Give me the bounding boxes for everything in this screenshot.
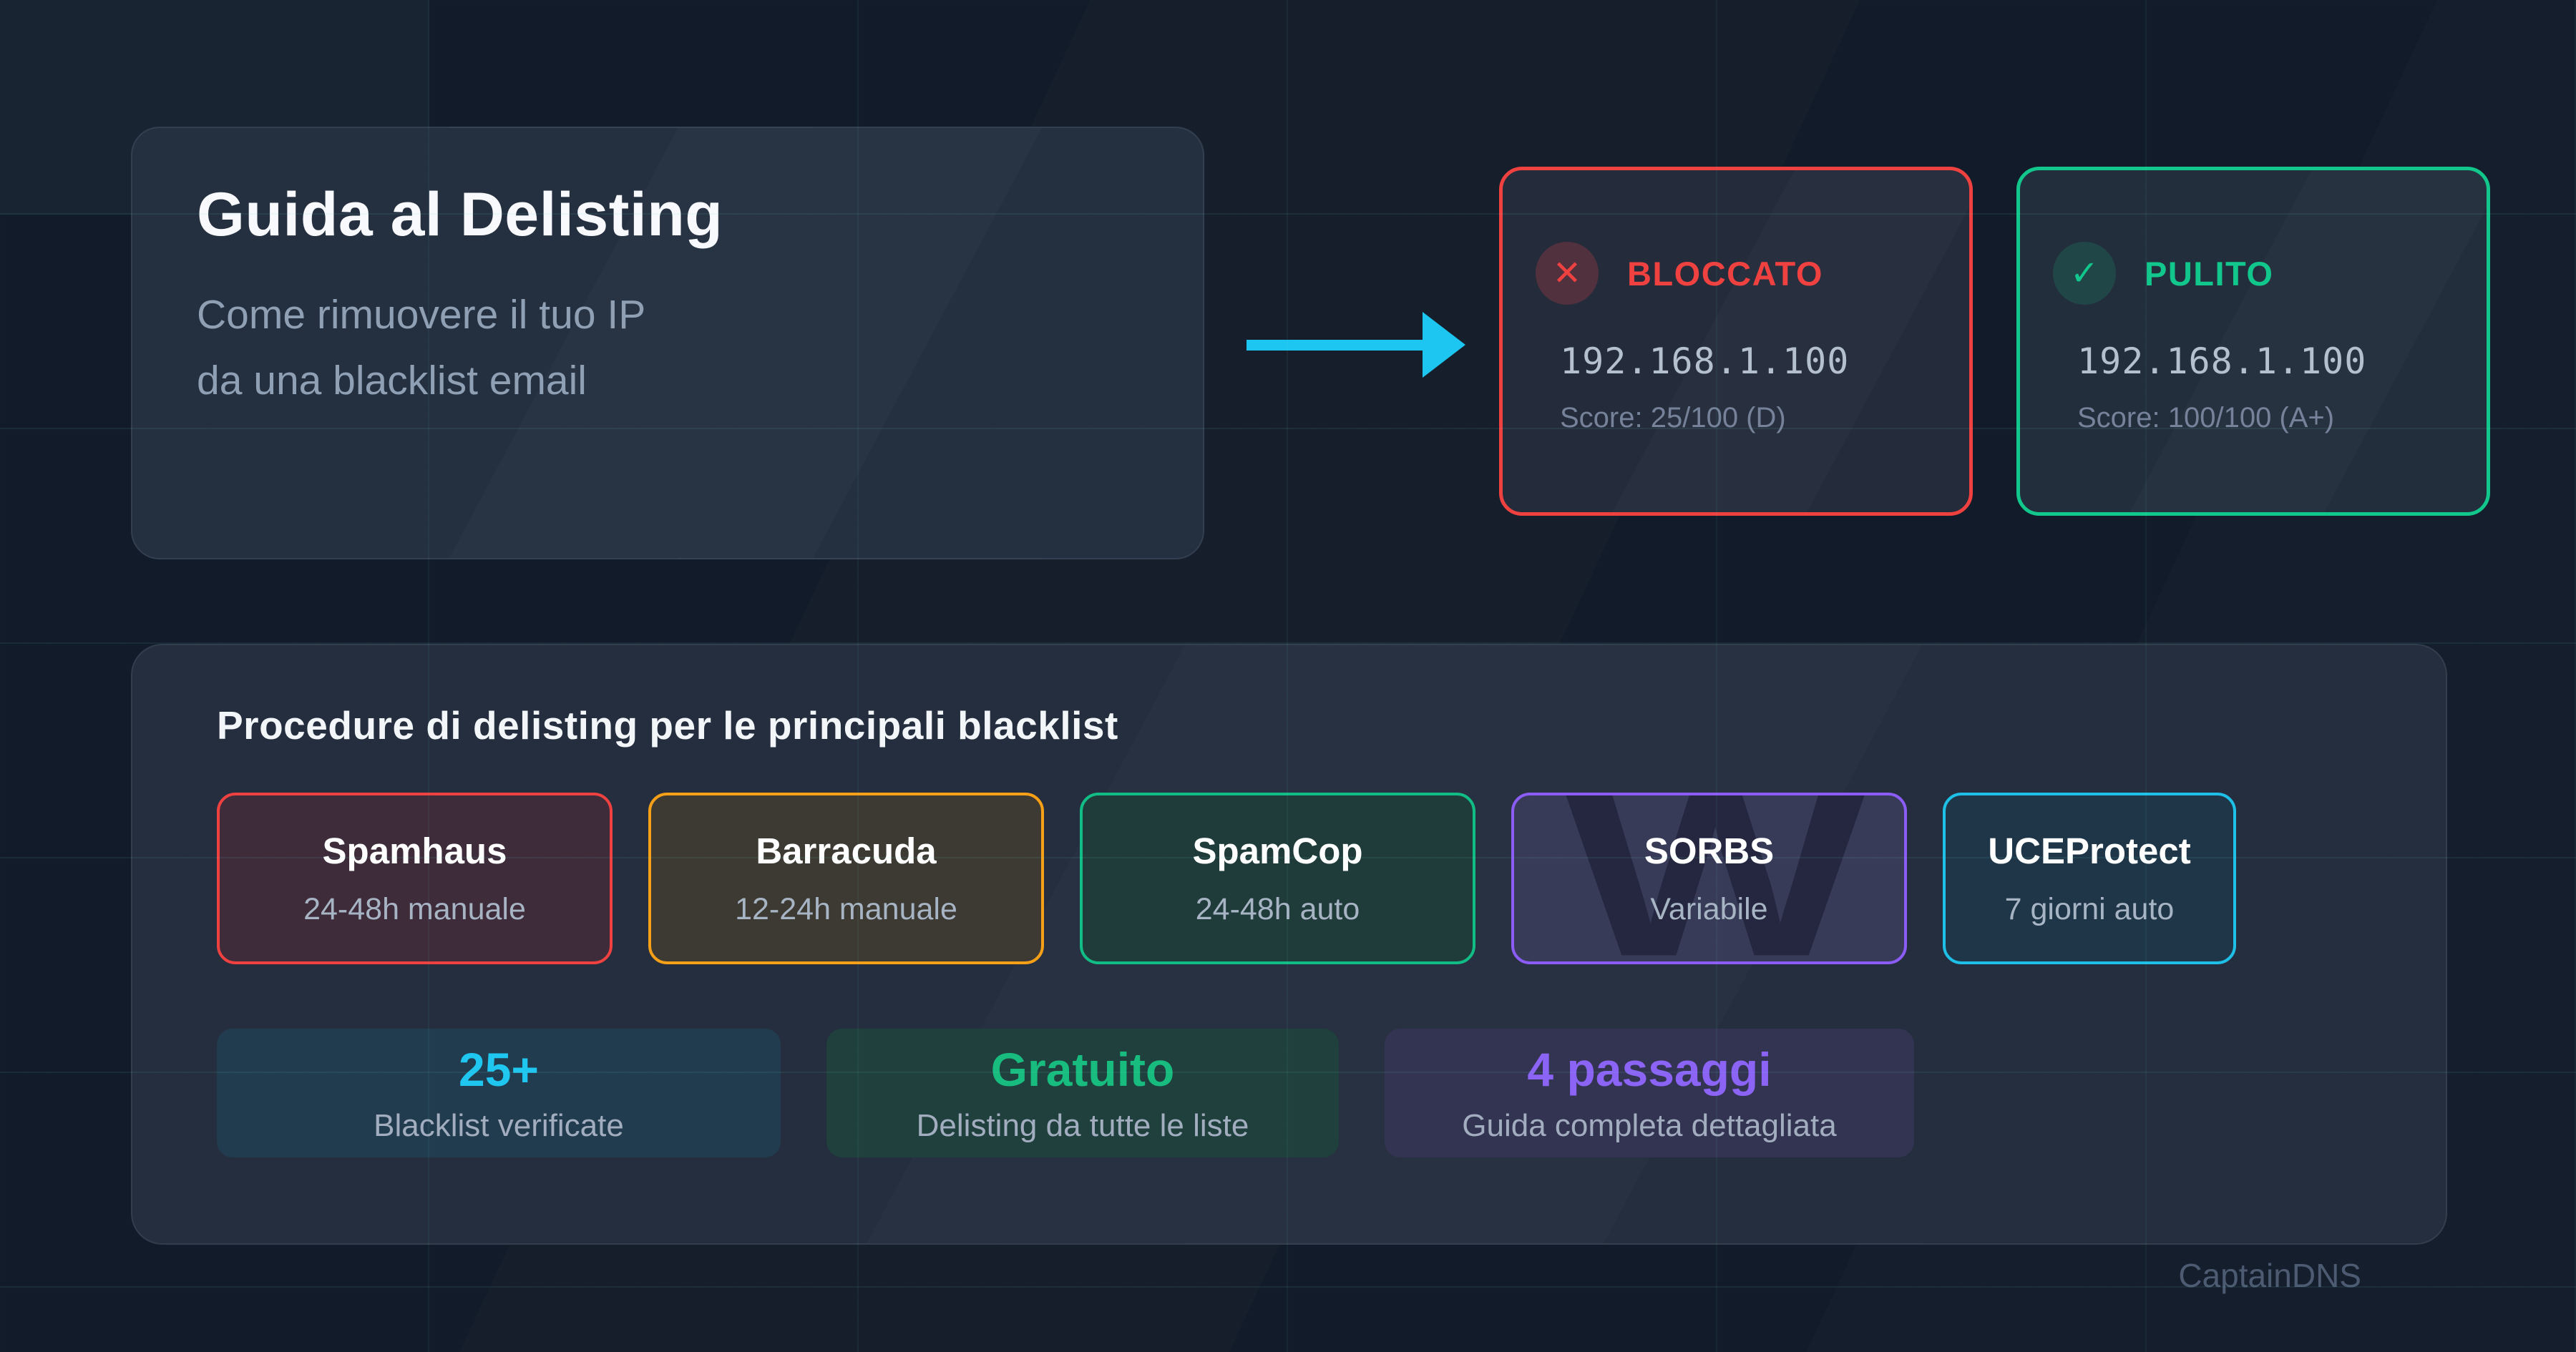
blacklist-cards-row: Spamhaus 24-48h manuale Barracuda 12-24h… (217, 793, 2361, 964)
blacklist-card-spamhaus: Spamhaus 24-48h manuale (217, 793, 613, 964)
blacklist-time: 7 giorni auto (2004, 892, 2175, 926)
blacklist-card-spamcop: SpamCop 24-48h auto (1080, 793, 1475, 964)
blocked-status-label: BLOCCATO (1627, 254, 1823, 293)
clean-ip-score: Score: 100/100 (A+) (2077, 402, 2335, 433)
procedures-panel: Procedure di delisting per le principali… (131, 644, 2447, 1245)
blacklist-card-sorbs: W SORBS Variabile (1511, 793, 1907, 964)
page-subtitle: Come rimuovere il tuo IP da una blacklis… (197, 282, 1138, 414)
blacklist-card-barracuda: Barracuda 12-24h manuale (648, 793, 1044, 964)
x-icon: ✕ (1536, 242, 1599, 305)
blacklist-name: SORBS (1644, 831, 1775, 871)
stat-label: Blacklist verificate (374, 1108, 624, 1143)
stats-row: 25+ Blacklist verificate Gratuito Delist… (217, 1029, 2361, 1157)
check-icon: ✓ (2053, 242, 2116, 305)
brand-watermark: CaptainDNS (2178, 1257, 2361, 1294)
stat-chip-free: Gratuito Delisting da tutte le liste (826, 1029, 1339, 1157)
check-glyph: ✓ (2069, 255, 2099, 293)
blacklist-time: 12-24h manuale (735, 892, 957, 926)
sorbs-watermark-letter: W (1564, 793, 1865, 964)
x-glyph: ✕ (1552, 255, 1582, 293)
subtitle-line-2: da una blacklist email (197, 358, 587, 404)
stat-value: Gratuito (990, 1043, 1175, 1096)
blacklist-name: Spamhaus (322, 831, 507, 871)
right-arrow-icon (1246, 312, 1465, 378)
blocked-status-row: ✕ BLOCCATO (1536, 242, 1926, 305)
stat-value: 25+ (459, 1043, 539, 1096)
blacklist-name: Barracuda (756, 831, 937, 871)
stat-value: 4 passaggi (1527, 1043, 1772, 1096)
subtitle-line-1: Come rimuovere il tuo IP (197, 292, 646, 338)
blocked-ip-address: 192.168.1.100 (1560, 341, 1850, 382)
blocked-ip-score: Score: 25/100 (D) (1560, 402, 1786, 433)
clean-status-row: ✓ PULITO (2053, 242, 2444, 305)
procedures-heading: Procedure di delisting per le principali… (217, 703, 1118, 748)
clean-status-card: ✓ PULITO 192.168.1.100 Score: 100/100 (A… (2016, 167, 2490, 516)
blacklist-name: UCEProtect (1988, 831, 2191, 871)
arrow-shaft (1246, 340, 1424, 351)
stat-chip-steps: 4 passaggi Guida completa dettagliata (1385, 1029, 1914, 1157)
blacklist-time: Variabile (1650, 892, 1768, 926)
blacklist-name: SpamCop (1192, 831, 1363, 871)
blacklist-time: 24-48h auto (1195, 892, 1360, 926)
header-card: Guida al Delisting Come rimuovere il tuo… (131, 127, 1204, 559)
blacklist-card-uceprotect: UCEProtect 7 giorni auto (1943, 793, 2236, 964)
stat-label: Guida completa dettagliata (1462, 1108, 1837, 1143)
page-title: Guida al Delisting (197, 180, 723, 249)
stat-label: Delisting da tutte le liste (916, 1108, 1249, 1143)
clean-status-label: PULITO (2145, 254, 2274, 293)
blacklist-time: 24-48h manuale (303, 892, 526, 926)
clean-ip-address: 192.168.1.100 (2077, 341, 2367, 382)
stat-chip-verified-blacklists: 25+ Blacklist verificate (217, 1029, 781, 1157)
arrow-head (1423, 312, 1465, 378)
blocked-status-card: ✕ BLOCCATO 192.168.1.100 Score: 25/100 (… (1499, 167, 1973, 516)
